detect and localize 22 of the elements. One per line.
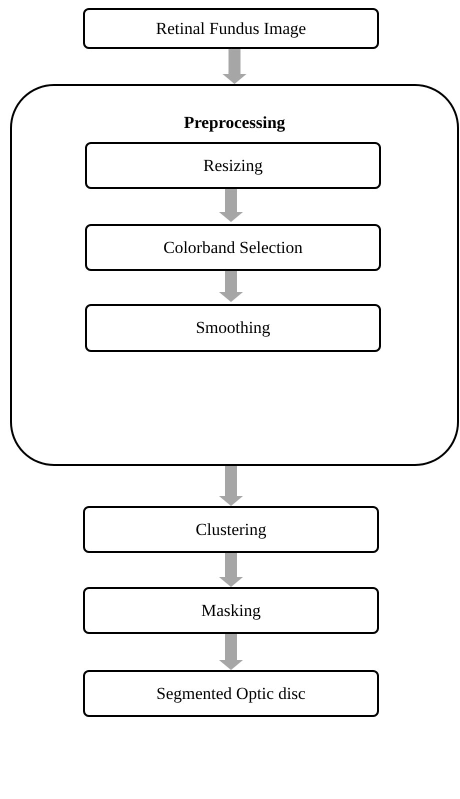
arrow (222, 49, 246, 84)
process-box (85, 224, 381, 271)
box-label: Masking (201, 600, 261, 622)
arrow (219, 466, 243, 506)
process-box (85, 142, 381, 189)
arrow (219, 269, 243, 302)
process-box (83, 670, 379, 717)
process-box (83, 506, 379, 553)
process-box (85, 304, 381, 352)
process-box (83, 587, 379, 634)
box-label: Resizing (203, 154, 263, 176)
box-label: Segmented Optic disc (156, 682, 306, 704)
group-box (10, 84, 459, 466)
group-title: Preprocessing (182, 112, 286, 134)
arrow (219, 634, 243, 670)
arrow (219, 553, 243, 587)
box-label: Smoothing (196, 317, 270, 339)
box-label: Colorband Selection (163, 236, 303, 258)
process-box (83, 8, 379, 49)
box-label: Retinal Fundus Image (156, 18, 306, 40)
box-label: Clustering (196, 518, 266, 540)
arrow (219, 187, 243, 222)
